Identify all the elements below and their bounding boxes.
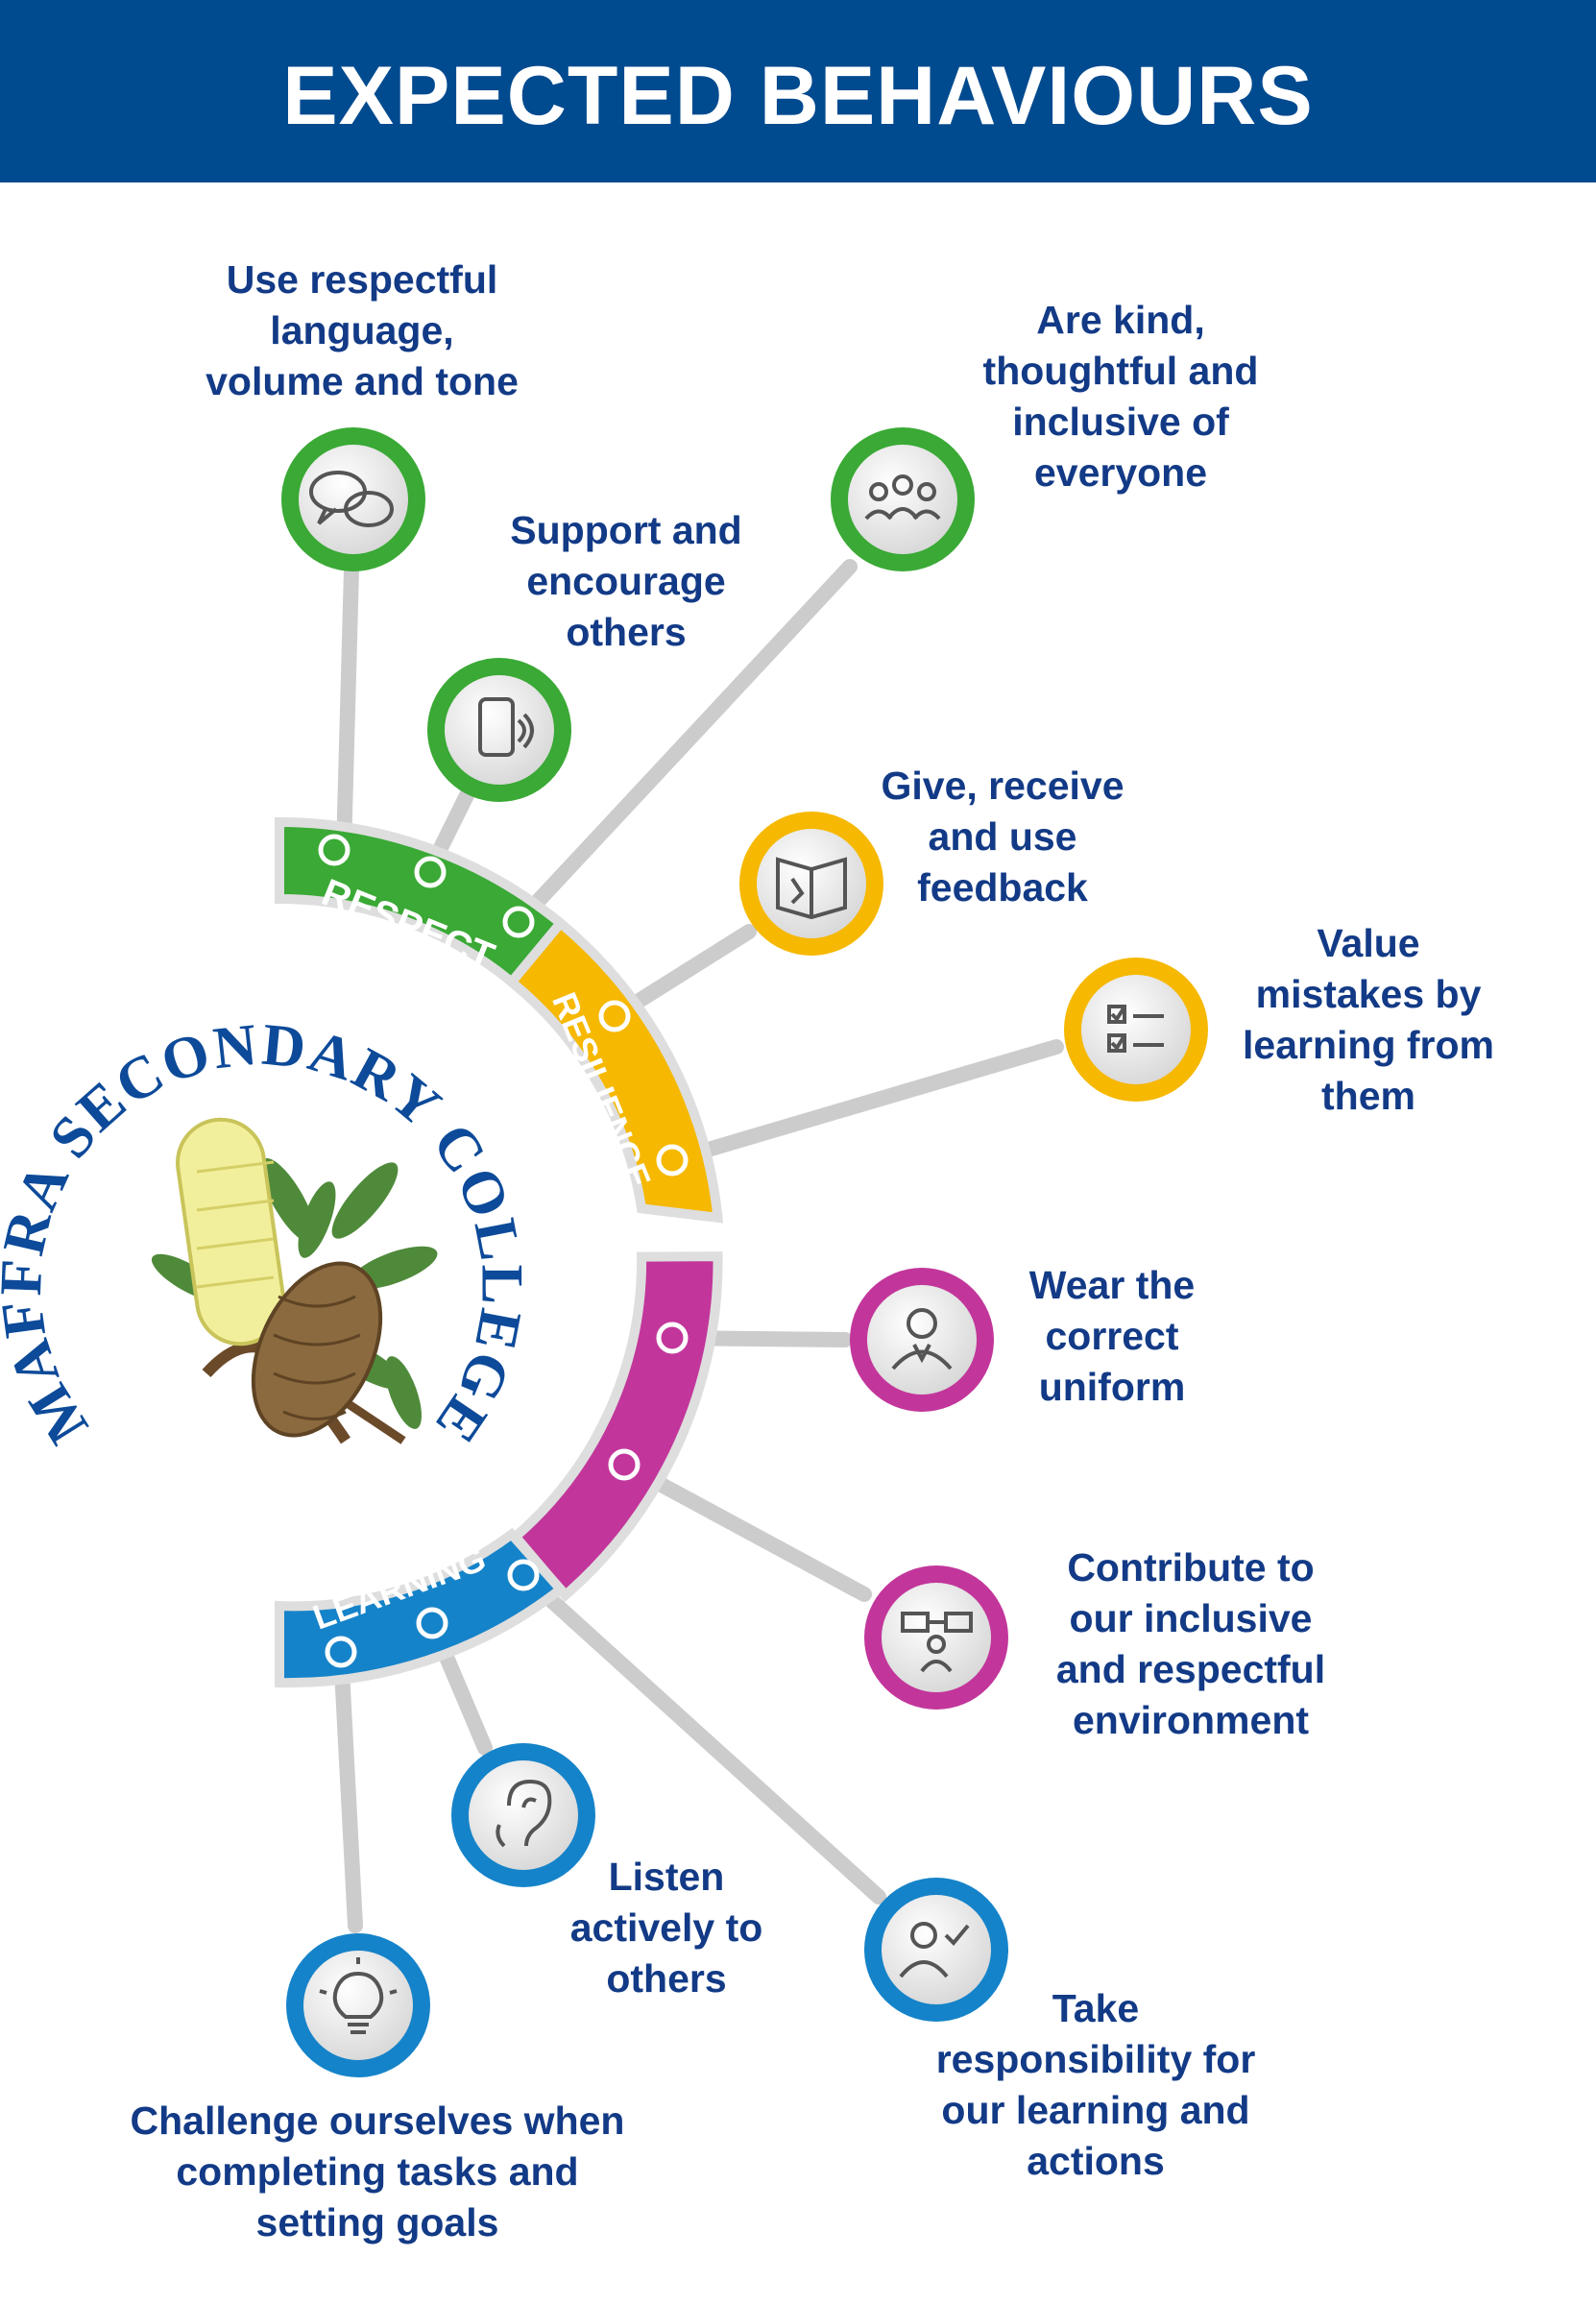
behaviour-b10-label: Challenge ourselves when completing task… (131, 2096, 625, 2248)
node-dot (502, 906, 535, 938)
label-line: actively to (569, 1905, 763, 1950)
label-line: Use respectful (226, 257, 498, 302)
label-line: and use (928, 814, 1077, 859)
label-line: our learning and (941, 2088, 1250, 2132)
uniform-person-icon (891, 1308, 953, 1371)
label-line: and respectful (1055, 1647, 1326, 1691)
label-line: responsibility for (935, 2037, 1256, 2081)
arc-node-dots (318, 834, 689, 1668)
label-line: them (1321, 1074, 1415, 1118)
behaviour-b10-icon-circle (286, 1933, 430, 2077)
label-line: completing tasks and (176, 2149, 579, 2194)
label-line: uniform (1038, 1365, 1186, 1409)
behaviour-b2-icon-circle (427, 658, 571, 802)
behaviour-b3-label: Are kind, thoughtful and inclusive of ev… (983, 295, 1259, 498)
speech-bubbles-icon (309, 471, 394, 527)
label-line: Contribute to (1067, 1545, 1315, 1589)
label-line: mistakes by (1255, 972, 1482, 1016)
page-title: EXPECTED BEHAVIOURS (282, 50, 1314, 142)
behaviour-b9-icon-circle (864, 1878, 1008, 2022)
person-check-icon (899, 1922, 970, 1978)
label-line: volume and tone (206, 359, 519, 403)
lightbulb-icon (319, 1957, 398, 2034)
node-dot (507, 1559, 540, 1591)
group-people-icon (864, 474, 941, 521)
behaviour-b7-icon-circle (864, 1565, 1008, 1710)
behaviour-b4-icon-circle (739, 812, 883, 956)
banksia-icon (151, 1117, 438, 1444)
behaviour-b5-icon-circle (1064, 958, 1208, 1102)
label-line: Are kind, (1036, 298, 1205, 342)
label-line: environment (1072, 1698, 1310, 1742)
label-line: language, (270, 308, 454, 352)
feedback-book-icon (776, 857, 847, 920)
header-banner (0, 0, 1596, 182)
ear-listen-icon (496, 1779, 552, 1848)
node-dot (325, 1636, 357, 1668)
label-line: Give, receive (881, 764, 1124, 808)
label-line: setting goals (255, 2200, 499, 2244)
label-line: Listen (608, 1855, 725, 1899)
label-line: Wear the (1028, 1263, 1196, 1307)
behaviour-b2-label: Support and encourage others (510, 505, 741, 658)
node-dot (608, 1448, 641, 1481)
label-line: Challenge ourselves when (130, 2099, 625, 2143)
label-line: everyone (1033, 450, 1208, 495)
label-line: others (606, 1956, 727, 2001)
school-logo: MAFFRA SECONDARY COLLEGE (0, 1012, 533, 1456)
phone-support-icon (478, 697, 534, 757)
behaviour-b6-icon-circle (850, 1268, 994, 1412)
label-line: thoughtful and (982, 349, 1259, 393)
behaviours-diagram: RESPECT RESILIENCE COMMUNITY LEARNING MA… (0, 427, 1208, 2077)
node-dot (656, 1144, 689, 1177)
behaviour-b3-icon-circle (831, 427, 975, 571)
node-dot (318, 834, 351, 866)
label-line: inclusive of (1012, 400, 1229, 444)
label-line: our inclusive (1069, 1596, 1313, 1640)
node-dot (598, 1000, 631, 1032)
behaviour-b1-icon-circle (281, 427, 425, 571)
behaviour-b1-label: Use respectful language, volume and tone (206, 255, 519, 407)
behaviour-b9-label: Take responsibility for our learning and… (936, 1983, 1256, 2187)
node-dot (414, 856, 447, 888)
behaviour-b6-label: Wear the correct uniform (1029, 1260, 1195, 1413)
behaviour-b7-label: Contribute to our inclusive and respectf… (1056, 1542, 1325, 1746)
label-line: correct (1045, 1314, 1179, 1358)
label-line: others (566, 610, 687, 654)
checklist-icon (1107, 1005, 1164, 1053)
node-dot (416, 1607, 448, 1639)
behaviour-b4-label: Give, receive and use feedback (881, 761, 1124, 913)
behaviour-b8-icon-circle (451, 1743, 595, 1887)
label-line: feedback (917, 865, 1088, 910)
label-line: Take (1052, 1986, 1140, 2030)
label-line: encourage (526, 559, 726, 603)
label-line: learning from (1243, 1023, 1494, 1067)
arc-segment-resilience (504, 916, 724, 1224)
label-line: actions (1027, 2139, 1165, 2183)
behaviour-b5-label: Value mistakes by learning from them (1243, 918, 1494, 1122)
label-line: Value (1317, 921, 1420, 965)
behaviour-b8-label: Listen actively to others (570, 1852, 763, 2004)
node-dot (656, 1322, 689, 1354)
label-line: Support and (510, 508, 742, 552)
inclusive-environment-icon (901, 1612, 973, 1673)
